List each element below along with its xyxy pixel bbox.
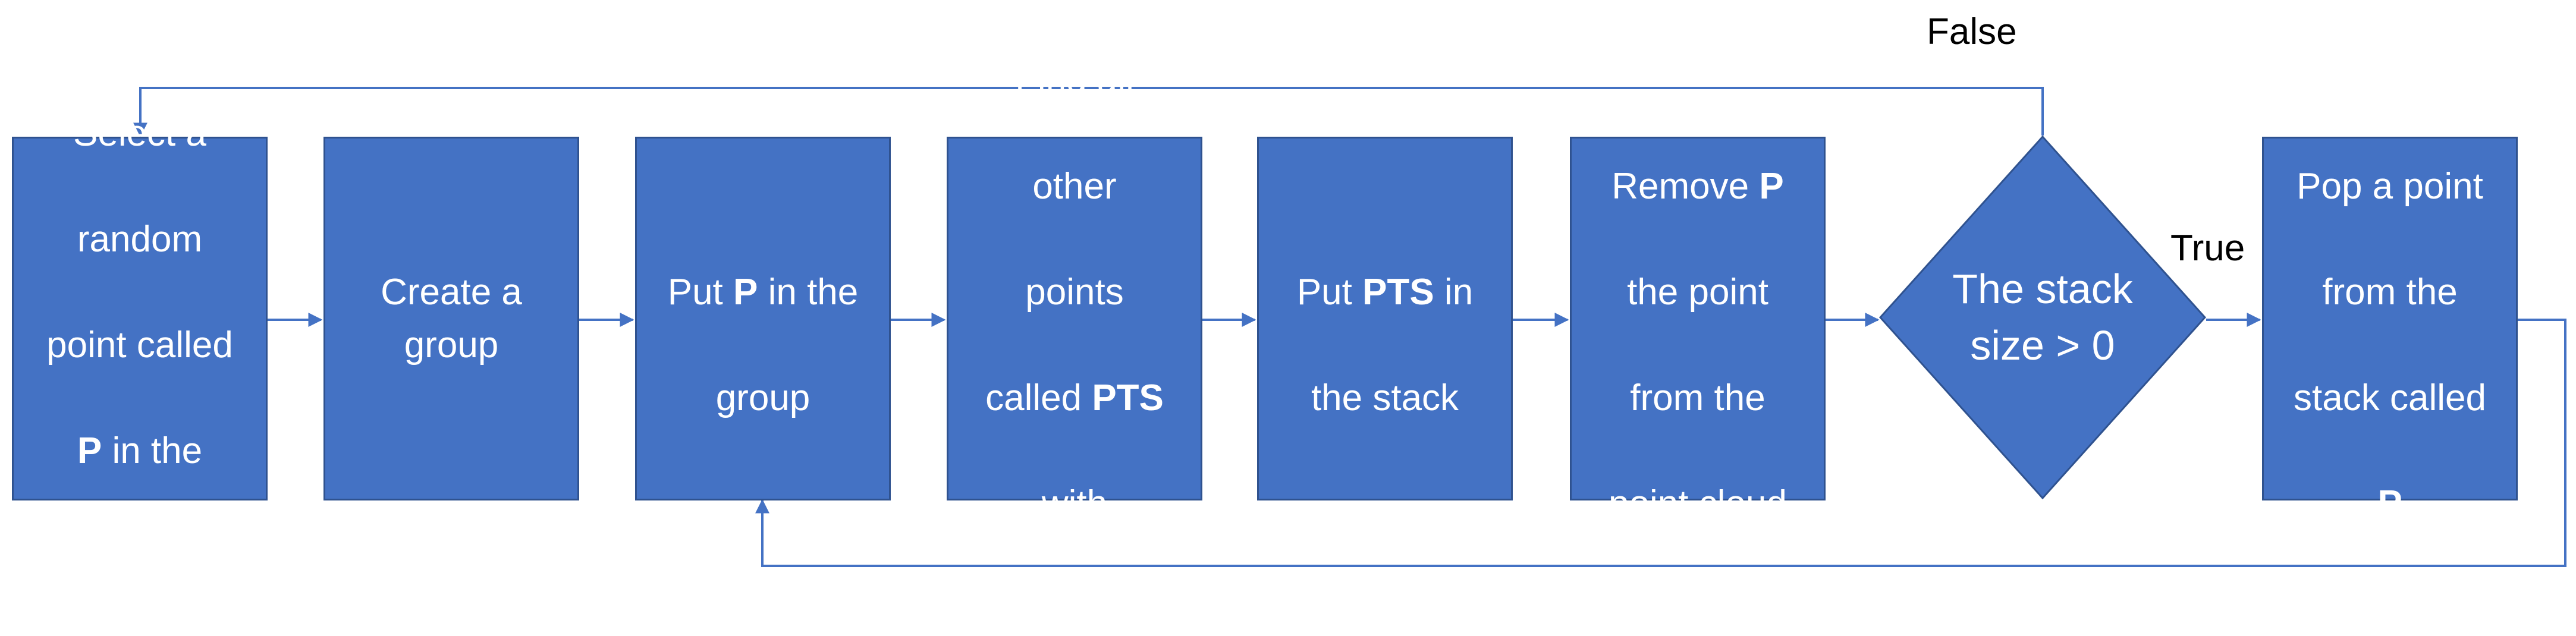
arrow-pop-loop-to-put-p (755, 319, 2566, 567)
node-put-p-in-group: Put P in the group (635, 137, 891, 500)
node-select-random-point: Select a random point called P in the po… (12, 113, 268, 577)
node-remove-p: Remove P the point from the point cloud (1570, 137, 1826, 524)
edge-label-false: False (1927, 11, 2017, 52)
connectors (133, 87, 2566, 567)
node-find-other-points: Find all other points called PTS with di… (947, 60, 1202, 630)
node-put-pts-in-stack: Put PTS in the stack (1257, 137, 1513, 500)
node-pop-point: Pop a point from the stack called P (2262, 137, 2518, 524)
decision-label: The stack size > 0 (1952, 266, 2133, 369)
flowchart: Select a random point called P in the po… (12, 11, 2566, 630)
node-decision-stack-size: The stack size > 0 (1879, 136, 2206, 499)
edge-label-true: True (2170, 228, 2245, 269)
node-create-group: Create a group (323, 137, 579, 500)
decision-diamond (1879, 136, 2206, 499)
arrow-decision-false-loop (133, 87, 2044, 137)
